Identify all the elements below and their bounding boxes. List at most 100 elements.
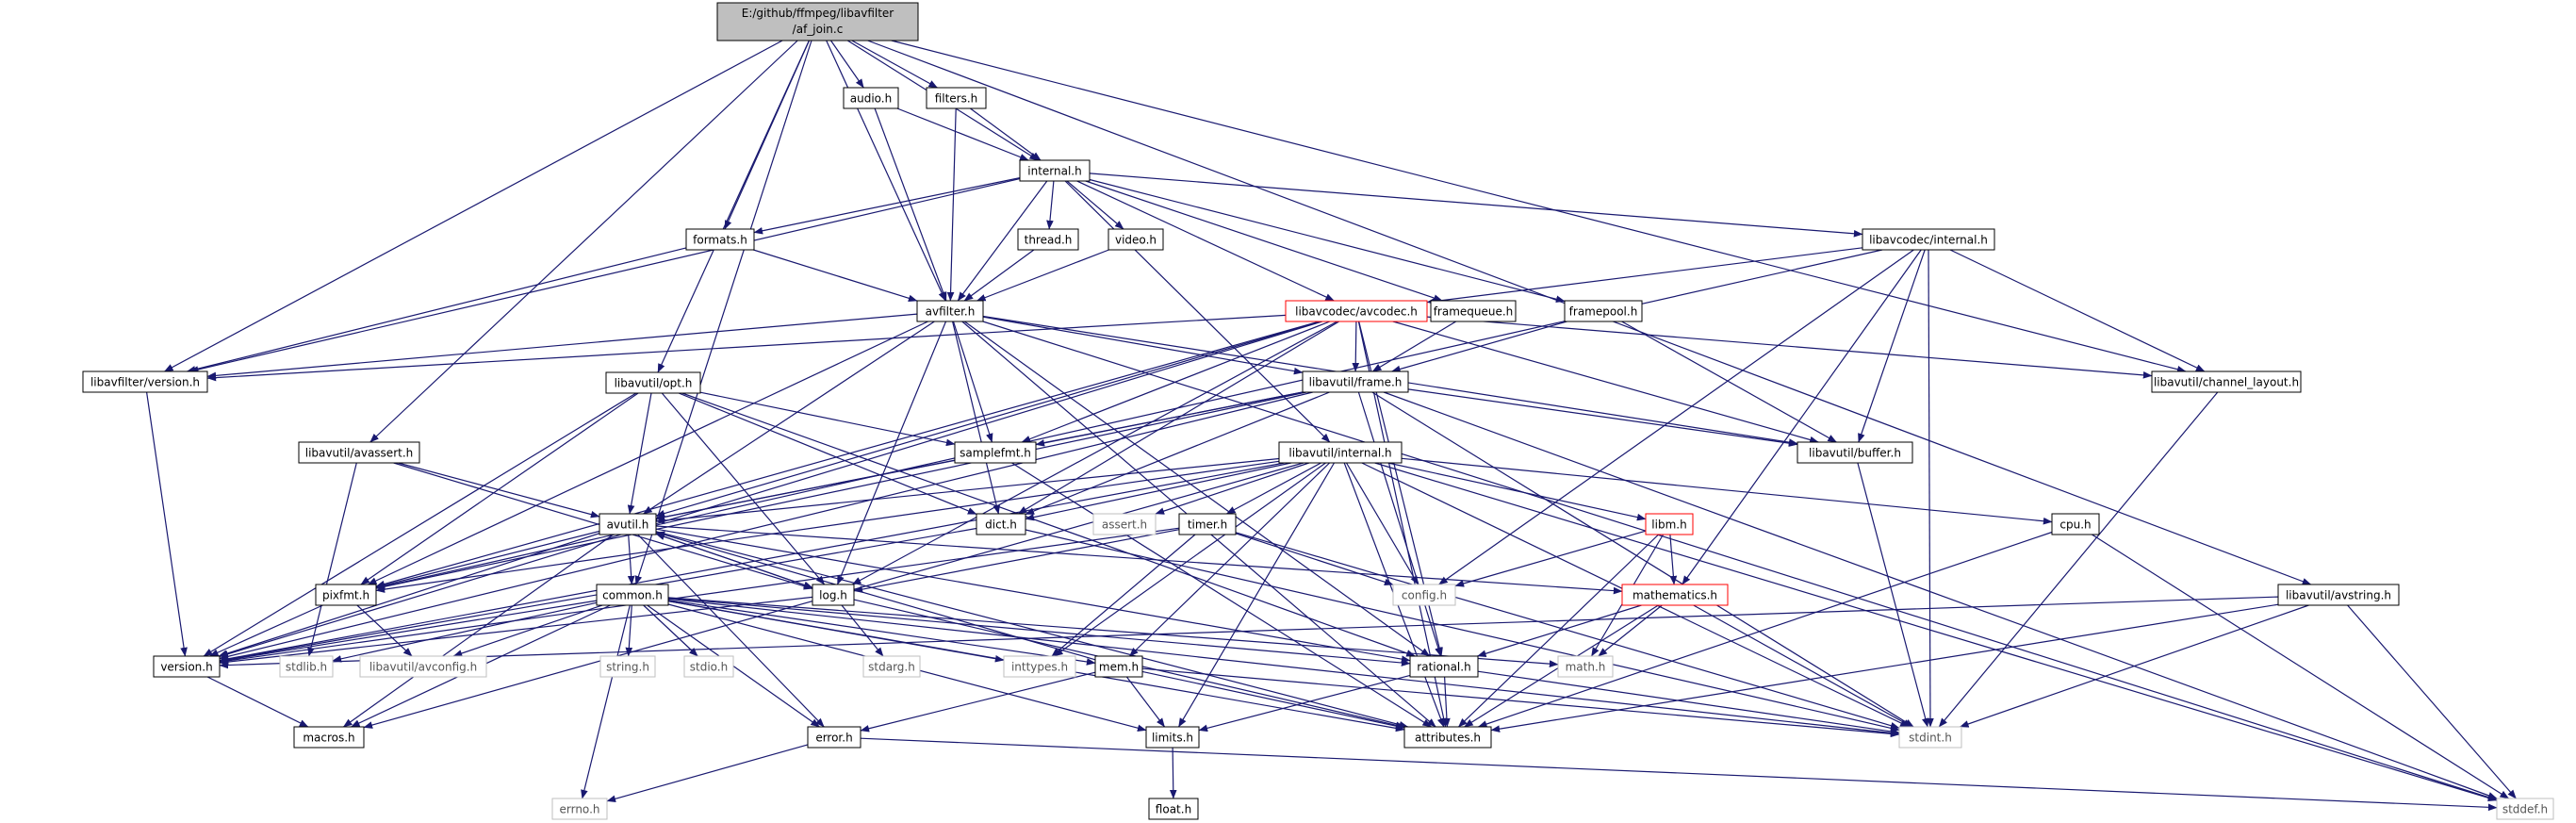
node-stdio-h[interactable]: stdio.h [683, 655, 734, 678]
node-box [1621, 584, 1729, 606]
node-macros-h[interactable]: macros.h [293, 726, 365, 749]
edge-opt_h-to-pixfmt_h [360, 392, 639, 585]
node-framepool-h[interactable]: framepool.h [1564, 300, 1643, 322]
edge-avfilter_h-to-stddef_h [982, 321, 2498, 801]
node-stdint-h[interactable]: stdint.h [1898, 726, 1962, 749]
edge-avcodec_h-to-channel_layout_h [1426, 316, 2153, 379]
node-avconfig-h[interactable]: libavutil/avconfig.h [359, 655, 487, 678]
edge-lavu_internal_h-to-libm_h [1387, 462, 1647, 521]
node-layer: E:/github/ffmpeg/libavfilter/af_join.cau… [82, 2, 2554, 820]
edge-common_h-to-avconfig_h [452, 604, 603, 657]
node-stdarg-h[interactable]: stdarg.h [862, 655, 921, 678]
node-frame-h[interactable]: libavutil/frame.h [1302, 370, 1409, 393]
node-mathematics-h[interactable]: mathematics.h [1621, 584, 1729, 606]
node-avstring-h[interactable]: libavutil/avstring.h [2277, 584, 2400, 606]
node-limits-h[interactable]: limits.h [1145, 726, 1200, 749]
node-label: libavfilter/version.h [90, 376, 200, 389]
edge-thread_h-to-avfilter_h [963, 249, 1035, 302]
node-channel-layout-h[interactable]: libavutil/channel_layout.h [2151, 370, 2302, 393]
node-errno-h[interactable]: errno.h [551, 798, 608, 820]
node-label: stdint.h [1909, 732, 1952, 745]
edge-pixfmt_h-to-avconfig_h [356, 604, 413, 657]
node-version-h[interactable]: version.h [153, 655, 221, 678]
node-box [1019, 159, 1091, 182]
node-label: internal.h [1027, 165, 1081, 178]
node-error-h[interactable]: error.h [807, 726, 861, 749]
edge-af_join-to-common_h [634, 40, 812, 585]
edge-avfilter_h-to-rational_h [963, 321, 1431, 657]
edge-timer_h-to-version_h [219, 527, 1180, 665]
edge-avstring_h-to-stddef_h [2347, 604, 2517, 799]
node-box [1645, 513, 1694, 535]
node-lavc-internal-h[interactable]: libavcodec/internal.h [1862, 228, 1995, 251]
node-samplefmt-h[interactable]: samplefmt.h [954, 441, 1037, 464]
edge-internal_h-to-formats_h [753, 177, 1021, 235]
node-thread-h[interactable]: thread.h [1017, 228, 1079, 251]
edge-avfilter_h-to-avutil_h [643, 321, 935, 515]
node-label: samplefmt.h [960, 447, 1031, 460]
node-common-h[interactable]: common.h [596, 584, 669, 606]
node-cpu-h[interactable]: cpu.h [2051, 513, 2100, 535]
edge-log_h-to-stdarg_h [841, 604, 884, 657]
node-internal-h[interactable]: internal.h [1019, 159, 1091, 182]
node-string-h[interactable]: string.h [599, 655, 656, 678]
node-assert-h[interactable]: assert.h [1092, 513, 1157, 535]
node-box [843, 87, 899, 109]
node-avutil-h[interactable]: avutil.h [599, 513, 657, 535]
node-avcodec-h[interactable]: libavcodec/avcodec.h [1285, 300, 1428, 322]
node-libm-h[interactable]: libm.h [1645, 513, 1694, 535]
edge-dict_h-to-stdint_h [1025, 529, 1900, 732]
edge-timer_h-to-log_h [853, 529, 1180, 593]
node-rational-h[interactable]: rational.h [1409, 655, 1479, 678]
node-framequeue-h[interactable]: framequeue.h [1430, 300, 1517, 322]
node-avassert-h[interactable]: libavutil/avassert.h [298, 441, 420, 464]
node-label: libavcodec/internal.h [1869, 234, 1988, 247]
node-box [315, 584, 377, 606]
edge-avutil_h-to-attributes_h [655, 531, 1409, 729]
edge-lavu_internal_h-to-pixfmt_h [375, 460, 1280, 593]
node-stdlib-h[interactable]: stdlib.h [279, 655, 334, 678]
edge-mem_h-to-error_h [860, 671, 1096, 732]
edge-lavu_internal_h-to-timer_h [1225, 462, 1321, 515]
node-box [2496, 798, 2554, 820]
node-label: math.h [1566, 661, 1606, 674]
edge-lavu_internal_h-to-version_h [219, 462, 1285, 663]
node-float-h[interactable]: float.h [1148, 798, 1199, 820]
node-inttypes-h[interactable]: inttypes.h [1003, 655, 1076, 678]
node-stddef-h[interactable]: stddef.h [2496, 798, 2554, 820]
edge-lavc_internal_h-to-buffer_h [1858, 249, 1926, 443]
edge-af_join-to-audio_h [830, 40, 864, 89]
node-avfilter-h[interactable]: avfilter.h [916, 300, 984, 322]
node-lavu-internal-h[interactable]: libavutil/internal.h [1278, 441, 1403, 464]
node-pixfmt-h[interactable]: pixfmt.h [315, 584, 377, 606]
edge-lavu_internal_h-to-assert_h [1155, 462, 1310, 515]
node-timer-h[interactable]: timer.h [1178, 513, 1237, 535]
node-audio-h[interactable]: audio.h [843, 87, 899, 109]
node-label: limits.h [1152, 732, 1193, 745]
node-box [599, 655, 656, 678]
node-log-h[interactable]: log.h [812, 584, 855, 606]
edge-mathematics_h-to-stdint_h [1693, 604, 1912, 728]
edge-avfilter_h-to-frame_h [982, 316, 1304, 375]
node-box [293, 726, 365, 749]
node-buffer-h[interactable]: libavutil/buffer.h [1797, 441, 1913, 464]
node-label: framequeue.h [1434, 305, 1514, 319]
node-label: video.h [1115, 234, 1157, 247]
node-filters-h[interactable]: filters.h [926, 87, 987, 109]
node-mem-h[interactable]: mem.h [1094, 655, 1143, 678]
node-dict-h[interactable]: dict.h [976, 513, 1026, 535]
node-video-h[interactable]: video.h [1108, 228, 1164, 251]
node-math-h[interactable]: math.h [1557, 655, 1614, 678]
node-opt-h[interactable]: libavutil/opt.h [605, 371, 701, 394]
node-label: pixfmt.h [322, 589, 369, 602]
node-formats-h[interactable]: formats.h [685, 228, 755, 251]
node-lavfi-version-h[interactable]: libavfilter/version.h [82, 370, 208, 393]
node-box [1430, 300, 1517, 322]
node-config-h[interactable]: config.h [1392, 584, 1456, 606]
node-attributes-h[interactable]: attributes.h [1403, 726, 1492, 749]
edge-af_join-to-avassert_h [369, 40, 798, 443]
edge-timer_h-to-config_h [1235, 533, 1394, 586]
edge-lavu_internal_h-to-mem_h [1128, 462, 1331, 657]
edge-frame_h-to-dict_h [1025, 391, 1330, 516]
edge-avfilter_h-to-lavfi_version_h [206, 313, 918, 380]
